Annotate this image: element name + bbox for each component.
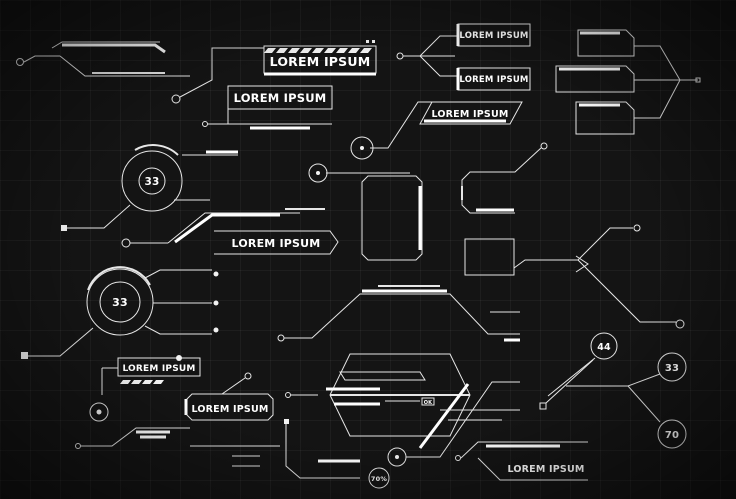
label-h-group: LOREM IPSUM (184, 372, 274, 421)
hex-chip-center: OK (285, 353, 471, 437)
gauge-bottom-center: 70% (284, 381, 520, 489)
label-h: LOREM IPSUM (191, 404, 268, 415)
label-g: LOREM IPSUM (122, 364, 195, 374)
polygon-center-middle (277, 285, 520, 342)
tag-pair-top: LOREM IPSUM LOREM IPSUM (396, 23, 531, 91)
circle-gauge-one: 33 (61, 144, 238, 231)
bracket-right-middle (461, 142, 548, 214)
label-f: LOREM IPSUM (232, 237, 321, 250)
label-j-group: LOREM IPSUM (455, 441, 588, 481)
center-frame (308, 163, 423, 261)
gauge-pct-value: 70% (371, 475, 387, 483)
callout-top-left (16, 41, 190, 77)
gauge-one-value: 33 (144, 176, 159, 188)
node-70-value: 70 (665, 430, 679, 441)
box-cluster-right (555, 29, 701, 135)
legs-bottom-left (75, 427, 280, 467)
gauge-two-value: 33 (112, 296, 128, 309)
circle-gauge-two: 33 (21, 266, 219, 359)
label-g-group: LOREM IPSUM (89, 355, 201, 422)
header-label-b: LOREM IPSUM (202, 85, 333, 130)
label-j: LOREM IPSUM (507, 464, 584, 475)
label-b: LOREM IPSUM (234, 91, 327, 105)
node-44-value: 44 (597, 342, 611, 353)
numbered-nodes: 44 33 70 (539, 332, 687, 449)
label-d: LOREM IPSUM (459, 75, 528, 85)
label-c: LOREM IPSUM (459, 31, 528, 41)
chip-ok-label: OK (424, 400, 433, 406)
node-33-value: 33 (665, 363, 679, 374)
label-e: LOREM IPSUM (431, 109, 508, 120)
header-label-a: LOREM IPSUM (171, 40, 377, 104)
slanted-label-e: LOREM IPSUM (350, 101, 523, 160)
tree-right (464, 224, 685, 329)
label-a: LOREM IPSUM (270, 54, 371, 69)
arrow-label-f: LOREM IPSUM (121, 208, 339, 255)
